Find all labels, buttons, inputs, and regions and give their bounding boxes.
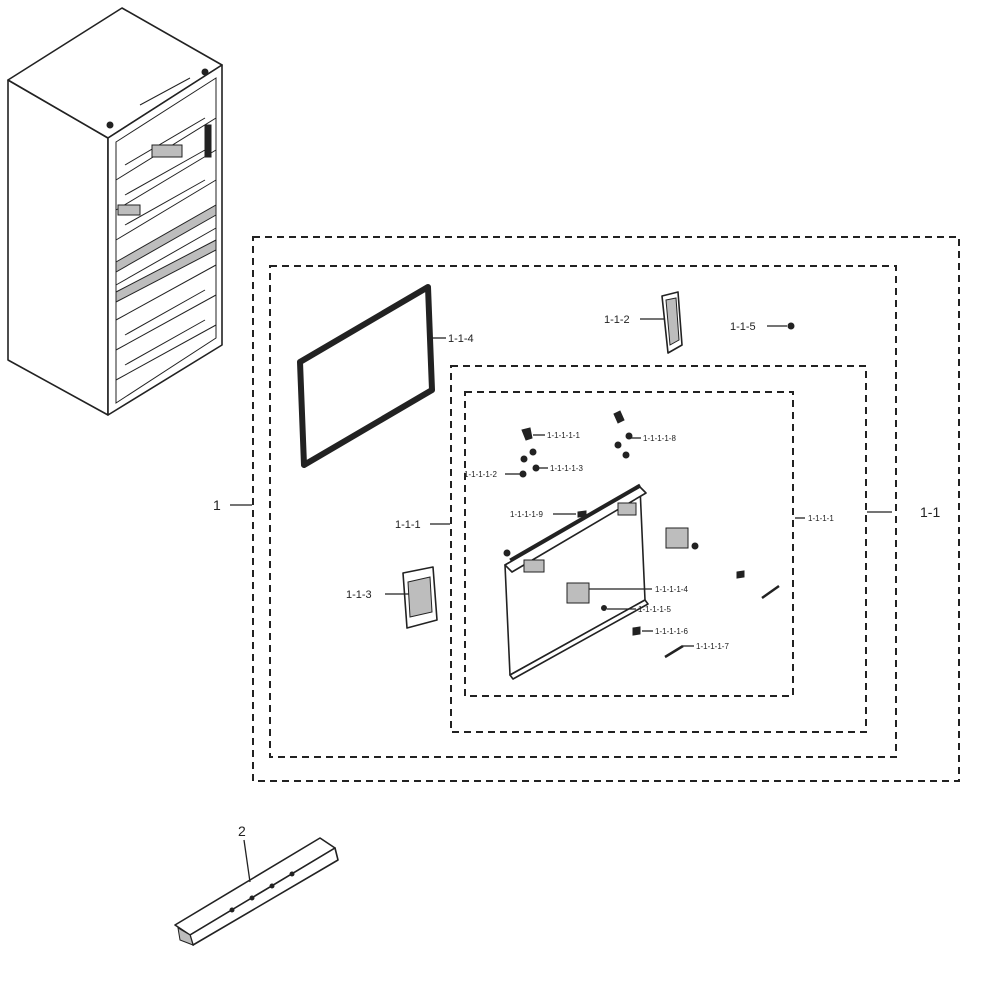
- label-1: 1: [213, 497, 221, 513]
- label-1-1-1-1-1: 1-1-1-1-1: [547, 431, 580, 440]
- lower-hinge-part: [385, 566, 438, 629]
- label-1-1-1-1-8: 1-1-1-1-8: [643, 434, 676, 443]
- upper-hinge-part: [640, 291, 683, 354]
- bottom-trim-part: [174, 837, 339, 946]
- label-1-1-1-1-3: 1-1-1-1-3: [550, 464, 583, 473]
- label-1-1-5: 1-1-5: [730, 321, 756, 333]
- door-gasket-part: [297, 284, 446, 468]
- label-1-1-1-1: 1-1-1-1: [808, 514, 834, 523]
- callout-labels: 1 2 1-1 1-1-1 1-1-1-1 1-1-2 1-1-3 1-1-4 …: [213, 314, 940, 839]
- label-2: 2: [238, 823, 246, 839]
- screw-part-1-1-5: [767, 322, 795, 330]
- label-1-1: 1-1: [920, 504, 940, 520]
- door-panel-part: [504, 483, 649, 680]
- label-1-1-1-1-7: 1-1-1-1-7: [696, 642, 729, 651]
- group-box-1-1: [269, 265, 897, 758]
- leader-lines: [230, 434, 892, 647]
- group-box-1-1-1: [450, 365, 867, 733]
- label-1-1-1-1-9: 1-1-1-1-9: [510, 510, 543, 519]
- label-1-1-1-1-5: 1-1-1-1-5: [638, 605, 671, 614]
- label-1-1-1-1-4: 1-1-1-1-4: [655, 585, 688, 594]
- label-1-1-1: 1-1-1: [395, 519, 421, 531]
- label-1-1-3: 1-1-3: [346, 589, 372, 601]
- label-1-1-1-1-2: 1-1-1-1-2: [464, 470, 497, 479]
- fastener-parts: [503, 410, 780, 659]
- group-box-1: [252, 236, 960, 782]
- label-1-1-4: 1-1-4: [448, 333, 474, 345]
- label-1-1-2: 1-1-2: [604, 314, 630, 326]
- refrigerator-cabinet-illustration: [7, 7, 223, 416]
- group-box-1-1-1-1: [464, 391, 794, 697]
- label-1-1-1-1-6: 1-1-1-1-6: [655, 627, 688, 636]
